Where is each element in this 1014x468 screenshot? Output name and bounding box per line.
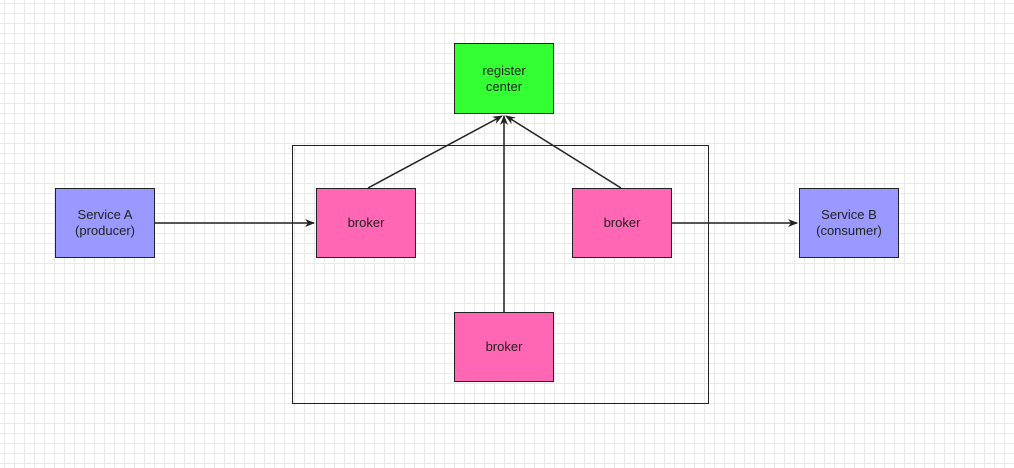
broker-left-node[interactable]: broker [316,188,416,258]
service-b-label-line1: Service B [821,207,877,222]
register-center-node[interactable]: register center [454,43,554,114]
register-center-label-line2: center [485,78,523,94]
broker-right-node[interactable]: broker [572,188,672,258]
service-b-node[interactable]: Service B (consumer) [799,188,899,258]
broker-right-label: broker [603,215,641,230]
service-a-node[interactable]: Service A (producer) [55,188,155,258]
broker-left-label: broker [347,215,385,230]
register-center-label-line1: register [482,62,526,78]
broker-bottom-node[interactable]: broker [454,312,554,382]
service-a-label-line1: Service A [77,207,133,222]
service-a-label-line2: (producer) [75,223,135,238]
service-b-label-line2: (consumer) [816,223,882,238]
broker-bottom-label: broker [485,339,523,354]
